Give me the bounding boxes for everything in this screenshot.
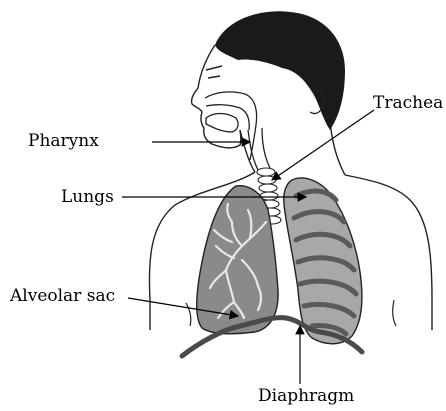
trachea-leader xyxy=(272,110,374,180)
tongue xyxy=(206,114,238,133)
label-lungs: Lungs xyxy=(61,189,114,206)
label-alveolar-sac: Alveolar sac xyxy=(10,288,115,305)
eyebrow xyxy=(206,66,222,70)
label-pharynx: Pharynx xyxy=(28,133,99,150)
hair xyxy=(215,11,345,130)
arm-crease-right xyxy=(393,300,396,326)
label-trachea: Trachea xyxy=(373,95,443,112)
arm-crease-left xyxy=(186,303,191,326)
label-diaphragm: Diaphragm xyxy=(258,388,354,405)
eye xyxy=(208,76,220,78)
face-outline xyxy=(192,45,241,148)
